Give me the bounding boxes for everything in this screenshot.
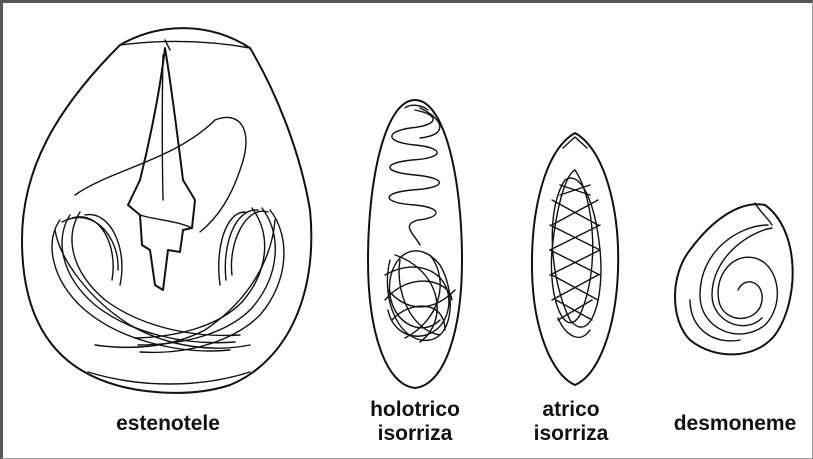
label-desmoneme: desmoneme <box>660 412 810 436</box>
label-atrico-line1: atrico <box>516 398 626 422</box>
estenotele-stylet <box>128 48 195 290</box>
estenotele-capsule <box>22 28 311 393</box>
atrico-tubule <box>550 170 601 337</box>
estenotele-tubule-loops <box>52 117 284 352</box>
holotrico-capsule <box>368 100 462 388</box>
label-holotrico-line1: holotrico <box>355 398 475 422</box>
label-holotrico-line2: isorriza <box>355 422 475 446</box>
holotrico-tubule <box>385 108 455 342</box>
label-atrico-isorriza: atrico isorriza <box>516 398 626 446</box>
desmoneme-coil <box>690 225 777 341</box>
label-holotrico-isorriza: holotrico isorriza <box>355 398 475 446</box>
label-estenotele: estenotele <box>93 412 243 436</box>
label-atrico-line2: isorriza <box>516 422 626 446</box>
